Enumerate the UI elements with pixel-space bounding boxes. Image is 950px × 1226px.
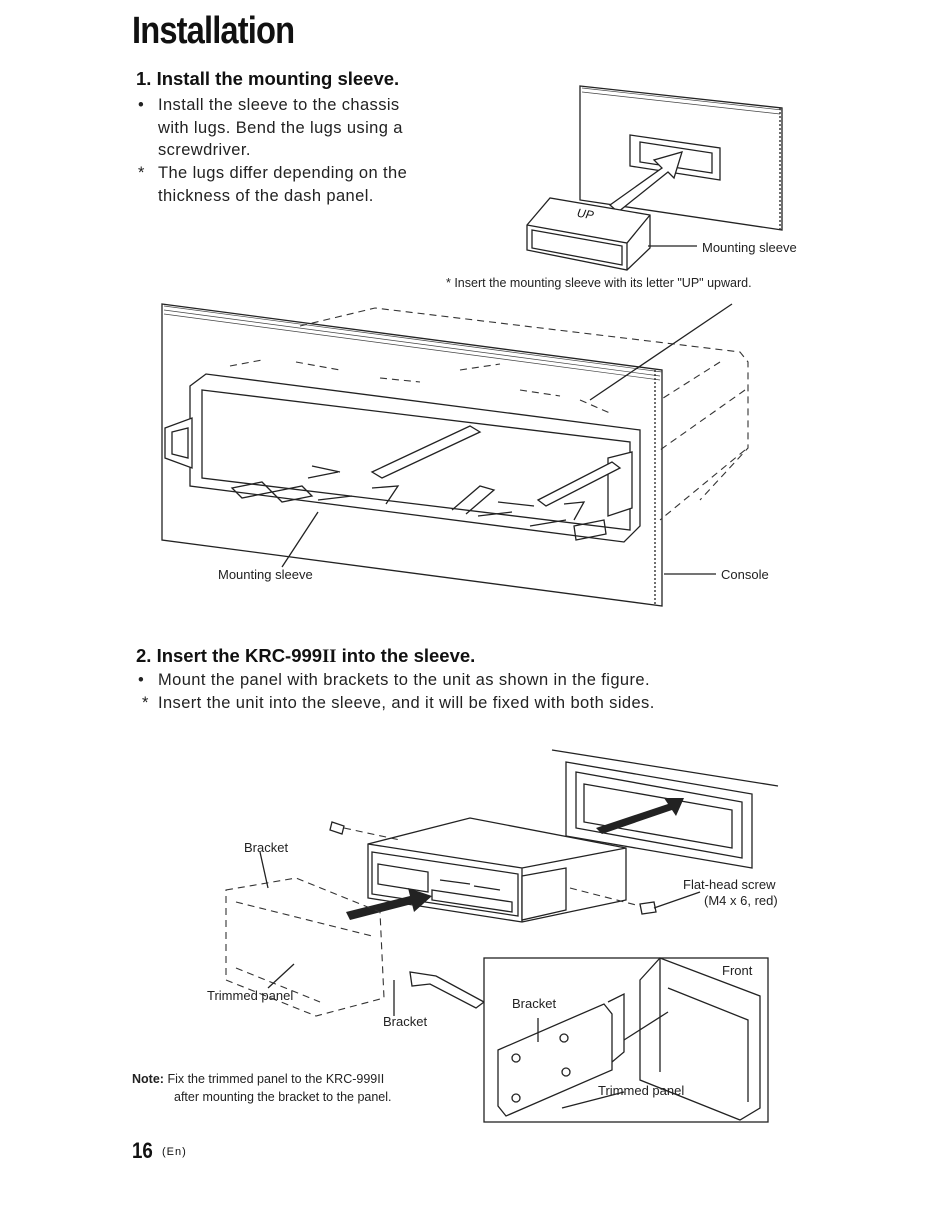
bullet2-line2: thickness of the dash panel. xyxy=(158,186,374,205)
asterisk-marker: * xyxy=(138,164,145,182)
figure-sleeve-insertion xyxy=(526,85,783,271)
figure-sleeve-in-console xyxy=(161,303,749,607)
section1-bullet1: • Install the sleeve to the chassis with… xyxy=(136,94,446,162)
fig3-screw-label-1: Flat-head screw xyxy=(683,877,776,892)
fig2-sleeve-label: Mounting sleeve xyxy=(218,567,313,582)
fig1-caption: * Insert the mounting sleeve with its le… xyxy=(446,276,752,290)
up-marking: UP xyxy=(575,205,595,223)
section1-heading: 1. Install the mounting sleeve. xyxy=(136,68,400,89)
page-title: Installation xyxy=(132,10,295,52)
figure-unit-installation xyxy=(225,749,779,1123)
bullet1-line1: Install the sleeve to the chassis xyxy=(158,96,400,114)
bullet2-line1: The lugs differ depending on the xyxy=(158,164,408,182)
fig3-trimmed-panel-label: Trimmed panel xyxy=(207,988,294,1003)
fig3-bracket-top-label: Bracket xyxy=(244,840,289,855)
page-language: (En) xyxy=(162,1146,187,1158)
fig3-screw-label-2: (M4 x 6, red) xyxy=(704,893,778,908)
bullet1-line3: screwdriver. xyxy=(158,141,251,159)
bullet-marker: • xyxy=(138,671,145,689)
note-label: Note: xyxy=(132,1072,164,1086)
heading-end: into the sleeve. xyxy=(336,645,476,666)
page-number: 16 xyxy=(132,1138,153,1163)
fig2-console-label: Console xyxy=(721,567,769,582)
bullet1-text: Mount the panel with brackets to the uni… xyxy=(158,671,650,689)
inset-front-label: Front xyxy=(722,963,753,978)
note-line2: after mounting the bracket to the panel. xyxy=(174,1090,392,1104)
inset-bracket-label: Bracket xyxy=(512,996,557,1011)
bullet-marker: • xyxy=(138,96,145,114)
asterisk-marker: * xyxy=(142,694,149,712)
inset-trimmed-panel-label: Trimmed panel xyxy=(598,1083,685,1098)
bullet2-text: Insert the unit into the sleeve, and it … xyxy=(158,694,655,712)
fig1-sleeve-label: Mounting sleeve xyxy=(702,240,797,255)
section2-bullet1: • Mount the panel with brackets to the u… xyxy=(136,669,756,692)
section2-bullet2: * Insert the unit into the sleeve, and i… xyxy=(136,692,756,715)
note: Note: Fix the trimmed panel to the KRC-9… xyxy=(132,1072,384,1086)
section1-bullet2: * The lugs differ depending on the thick… xyxy=(136,162,446,207)
heading-text: 2. Insert the KRC-999 xyxy=(136,645,323,666)
note-line1: Fix the trimmed panel to the KRC-999II xyxy=(167,1072,385,1086)
section2-heading: 2. Insert the KRC-999II into the sleeve. xyxy=(136,645,475,668)
heading-model-suffix: II xyxy=(322,647,337,667)
fig3-bracket-bottom-label: Bracket xyxy=(383,1014,428,1029)
bullet1-line2: with lugs. Bend the lugs using a xyxy=(158,118,403,137)
